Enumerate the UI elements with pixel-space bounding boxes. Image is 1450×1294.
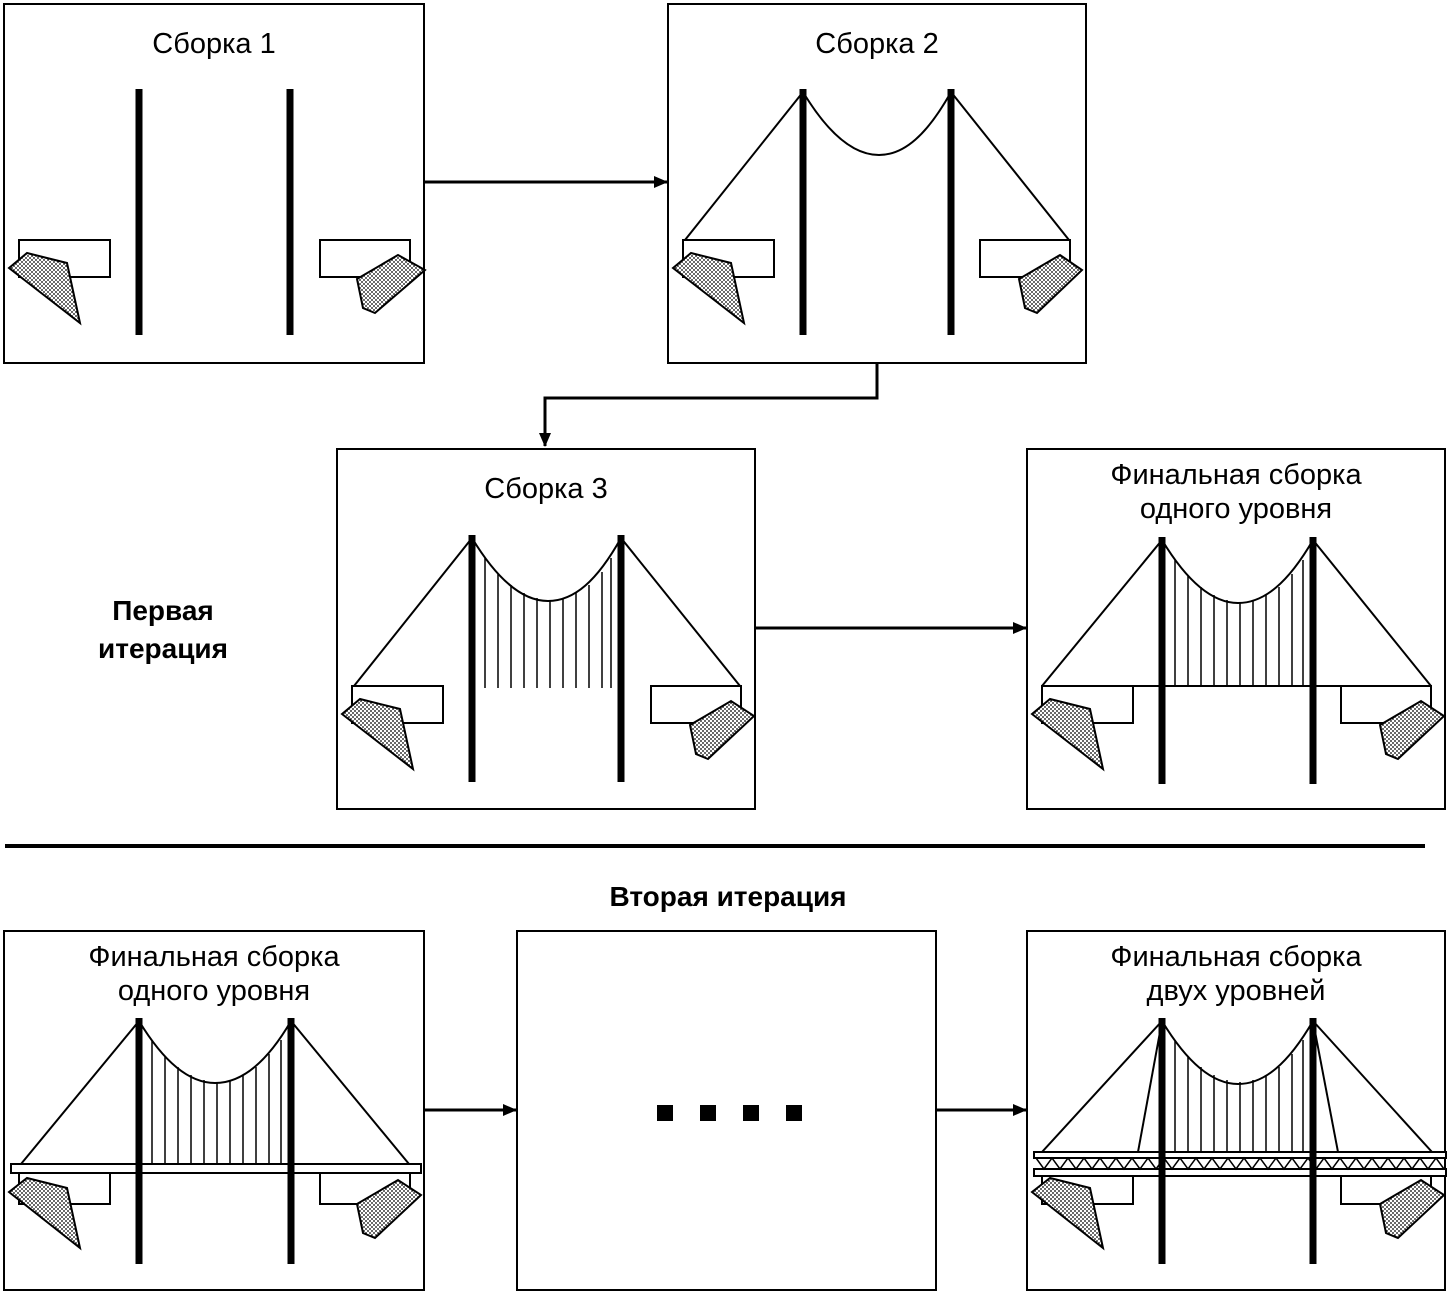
first-iteration-label: Первая итерация bbox=[98, 595, 228, 664]
main-cable bbox=[802, 91, 952, 157]
panel-title: Финальная сборка двух уровней bbox=[1110, 941, 1362, 1007]
truss-deck bbox=[1033, 1151, 1447, 1177]
panel-assembly-3: Сборка 3 bbox=[336, 448, 756, 810]
panel-title: Финальная сборка одного уровня bbox=[88, 941, 340, 1007]
panel-title: Сборка 1 bbox=[152, 28, 276, 60]
left-anchorage bbox=[340, 685, 444, 772]
right-backstay bbox=[950, 91, 1070, 241]
panel-final-two-levels: Финальная сборка двух уровней bbox=[1026, 930, 1447, 1291]
panel-title: Сборка 2 bbox=[815, 28, 939, 60]
right-backstay bbox=[1312, 1020, 1433, 1153]
right-stay-cable bbox=[1312, 1020, 1339, 1153]
bridge-scene bbox=[7, 1018, 423, 1264]
hangers bbox=[1174, 1040, 1304, 1152]
left-stay-cable bbox=[1137, 1020, 1163, 1153]
main-cable bbox=[138, 1020, 292, 1085]
panel-final-one-level-start: Финальная сборка одного уровня bbox=[3, 930, 425, 1291]
left-anchorage bbox=[7, 1171, 111, 1251]
left-anchorage bbox=[1030, 685, 1134, 772]
second-iteration-label: Вторая итерация bbox=[609, 881, 847, 912]
main-cable bbox=[1161, 539, 1314, 605]
deck bbox=[10, 1163, 422, 1174]
left-backstay bbox=[1041, 1020, 1163, 1153]
ellipsis-icon bbox=[657, 1105, 802, 1121]
right-anchorage bbox=[319, 1171, 423, 1240]
right-backstay bbox=[620, 537, 741, 687]
arrow-2-to-3 bbox=[539, 364, 879, 447]
right-backstay bbox=[1312, 539, 1432, 687]
left-anchorage bbox=[1030, 1171, 1134, 1251]
right-anchorage bbox=[979, 239, 1084, 315]
panel-title: Финальная сборка одного уровня bbox=[1110, 459, 1362, 525]
bridge-scene bbox=[1030, 1018, 1447, 1264]
right-backstay bbox=[290, 1020, 410, 1165]
left-anchorage bbox=[7, 239, 111, 326]
left-backstay bbox=[1041, 539, 1163, 687]
left-backstay bbox=[20, 1020, 140, 1165]
hangers bbox=[151, 1040, 282, 1164]
hangers bbox=[484, 558, 612, 688]
right-anchorage bbox=[1340, 685, 1446, 761]
hangers bbox=[1174, 560, 1304, 686]
panel-assembly-2: Сборка 2 bbox=[667, 3, 1087, 364]
left-anchorage bbox=[671, 239, 775, 326]
left-backstay bbox=[684, 91, 804, 241]
bridge-scene bbox=[340, 535, 756, 782]
right-anchorage bbox=[650, 685, 756, 761]
main-cable bbox=[1161, 1020, 1314, 1086]
right-anchorage bbox=[1340, 1171, 1446, 1240]
panel-title: Сборка 3 bbox=[484, 473, 608, 505]
right-anchorage bbox=[319, 239, 427, 315]
bridge-scene bbox=[7, 89, 427, 335]
bridge-scene bbox=[1030, 537, 1446, 784]
panel-final-one-level: Финальная сборка одного уровня bbox=[1026, 448, 1446, 810]
bridge-scene bbox=[671, 89, 1084, 335]
left-backstay bbox=[353, 537, 473, 687]
panel-assembly-1: Сборка 1 bbox=[3, 3, 427, 364]
panel-intermediate-steps bbox=[516, 930, 937, 1291]
main-cable bbox=[471, 537, 622, 603]
